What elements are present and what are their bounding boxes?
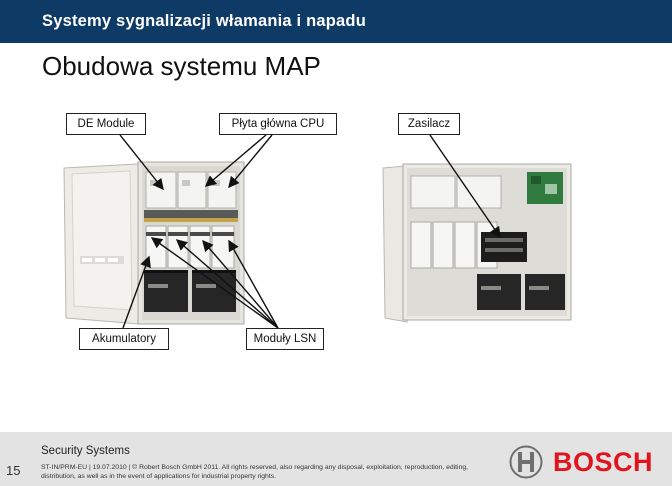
power-supply-enclosure-photo [382, 163, 572, 323]
slide-title: Obudowa systemu MAP [42, 51, 321, 81]
label-batteries: Akumulatory [79, 328, 169, 350]
label-cpu-board: Płyta główna CPU [219, 113, 337, 135]
label-de-module: DE Module [66, 113, 146, 135]
footer-band-top [0, 432, 672, 438]
label-lsn-modules: Moduły LSN [246, 328, 324, 350]
footer-bar [0, 438, 672, 486]
map-enclosure-photo [63, 161, 245, 325]
page-number: 15 [6, 463, 21, 478]
header-title: Systemy sygnalizacji włamania i napadu [42, 12, 366, 30]
bosch-armature-icon [509, 445, 543, 479]
bosch-logo: BOSCH [553, 447, 654, 477]
footer-company: Security Systems [41, 445, 130, 457]
label-power-supply: Zasilacz [398, 113, 460, 135]
header-bar: Systemy sygnalizacji włamania i napadu [0, 0, 672, 43]
footer-legal-notice: ST-IN/PRM-EU | 19.07.2010 | © Robert Bos… [41, 464, 469, 480]
